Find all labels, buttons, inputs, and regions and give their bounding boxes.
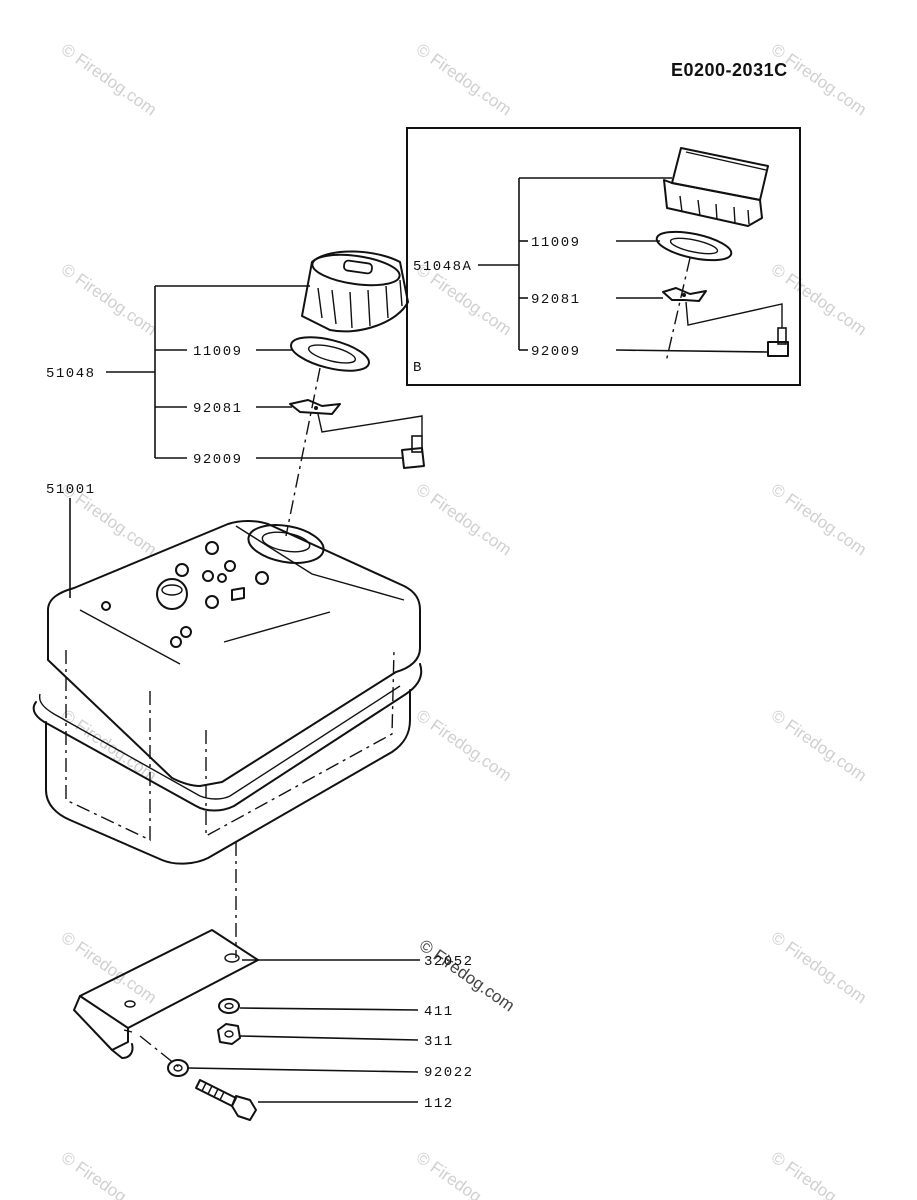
label-32052: 32052 xyxy=(424,954,474,970)
gasket-alt xyxy=(655,230,733,262)
fuel-tank xyxy=(32,520,423,865)
screw xyxy=(401,435,425,469)
label-11009: 11009 xyxy=(193,344,243,360)
label-92009-alt: 92009 xyxy=(531,344,581,360)
clip-alt xyxy=(662,287,707,302)
watermark: © Firedog.com xyxy=(413,40,515,120)
label-92022: 92022 xyxy=(424,1065,474,1081)
label-51048A: 51048A xyxy=(413,259,472,275)
watermark: © Firedog.com xyxy=(58,1148,160,1200)
clip xyxy=(289,399,341,415)
bolt xyxy=(195,1079,257,1121)
fuel-cap xyxy=(301,250,409,333)
label-411: 411 xyxy=(424,1004,454,1020)
screw-alt xyxy=(767,327,789,357)
diagram-code: E0200-2031C xyxy=(671,60,788,80)
inset-box-label: B xyxy=(413,360,423,376)
watermark: © Firedog.com xyxy=(58,40,160,120)
watermark: © Firedog.com xyxy=(768,480,870,560)
watermark: © Firedog.com xyxy=(768,706,870,786)
label-51001: 51001 xyxy=(46,482,96,498)
label-92009: 92009 xyxy=(193,452,243,468)
label-51048: 51048 xyxy=(46,366,96,382)
retainer-wire xyxy=(317,413,423,436)
fuel-cap-alt xyxy=(663,147,769,227)
washer xyxy=(218,998,240,1014)
label-92081-alt: 92081 xyxy=(531,292,581,308)
washer-small xyxy=(167,1059,189,1077)
gasket xyxy=(290,336,370,372)
label-112: 112 xyxy=(424,1096,454,1112)
label-92081: 92081 xyxy=(193,401,243,417)
label-311: 311 xyxy=(424,1034,454,1050)
watermark: © Firedog.com xyxy=(768,1148,870,1200)
watermark: © Firedog.com xyxy=(413,1148,515,1200)
nut xyxy=(217,1023,241,1045)
watermark: © Firedog.com xyxy=(58,928,160,1008)
watermark: © Firedog.com xyxy=(58,260,160,340)
inset-box: B xyxy=(406,127,801,386)
mounting-bracket xyxy=(73,929,259,1059)
watermark: © Firedog.com xyxy=(768,928,870,1008)
label-11009-alt: 11009 xyxy=(531,235,581,251)
watermark: © Firedog.com xyxy=(413,706,515,786)
watermark: © Firedog.com xyxy=(413,480,515,560)
